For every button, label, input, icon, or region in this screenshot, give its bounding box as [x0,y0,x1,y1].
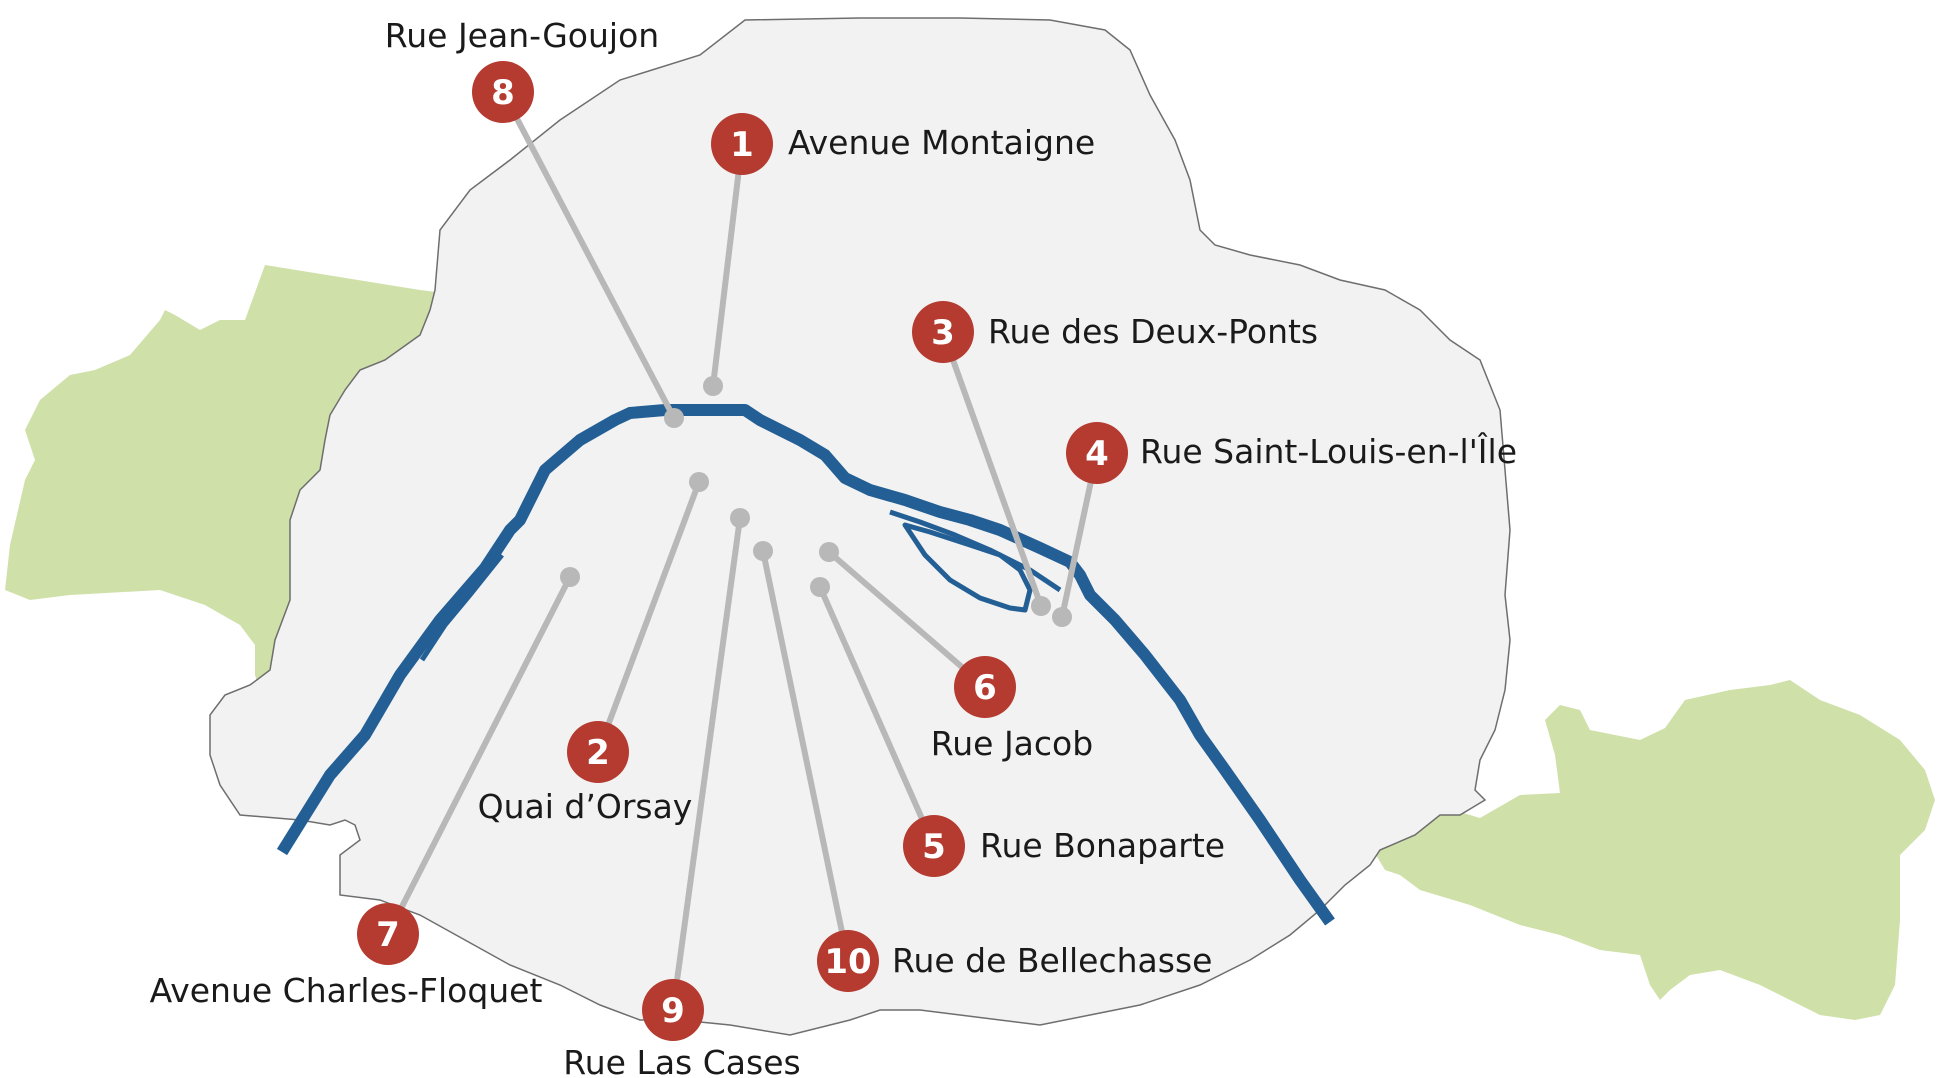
marker-badge-9[interactable] [642,979,704,1041]
marker-label-10: Rue de Bellechasse [892,941,1212,980]
ile-de-la-cite-outline [902,522,1033,613]
location-dot-2[interactable] [689,472,709,492]
marker-7[interactable]: 7 Avenue Charles-Floquet [150,903,543,1010]
marker-label-3: Rue des Deux-Ponts [988,312,1318,351]
marker-badge-3[interactable] [912,301,974,363]
marker-badge-4[interactable] [1066,422,1128,484]
location-dot-3[interactable] [1031,596,1051,616]
marker-badge-5[interactable] [903,815,965,877]
marker-number-4: 4 [1085,434,1109,474]
seine-channel-west [419,553,504,662]
marker-8[interactable]: 8 Rue Jean-Goujon [385,16,659,123]
location-dot-6[interactable] [819,542,839,562]
location-dot-8[interactable] [664,408,684,428]
marker-badge-7[interactable] [357,903,419,965]
location-dot-4[interactable] [1052,607,1072,627]
marker-badge-1[interactable] [711,113,773,175]
marker-number-8: 8 [491,73,515,113]
marker-5[interactable]: 5 Rue Bonaparte [903,815,1225,877]
marker-badge-10[interactable] [817,930,879,992]
leader-line-7 [385,575,573,936]
leader-line-1 [710,143,745,387]
leader-line-9 [670,517,743,1011]
leader-line-5 [817,585,937,848]
marker-number-9: 9 [661,991,685,1031]
seine-river [276,404,1335,926]
marker-number-6: 6 [973,668,997,708]
location-dot-5[interactable] [810,577,830,597]
marker-number-1: 1 [730,125,754,165]
marker-badge-8[interactable] [472,61,534,123]
marker-badge-6[interactable] [954,656,1016,718]
marker-10[interactable]: 10 Rue de Bellechasse [817,930,1212,992]
marker-number-5: 5 [922,827,946,867]
marker-number-3: 3 [931,313,955,353]
marker-label-2: Quai d’Orsay [478,787,693,826]
marker-3[interactable]: 3 Rue des Deux-Ponts [912,301,1318,363]
leader-lines [385,90,1100,1011]
marker-number-10: 10 [824,942,871,982]
marker-label-4: Rue Saint-Louis-en-l'Île [1140,431,1517,471]
leader-line-10 [760,550,851,962]
marker-label-8: Rue Jean-Goujon [385,16,659,55]
marker-label-6: Rue Jacob [931,724,1093,763]
park-west [5,265,460,685]
marker-number-7: 7 [376,915,400,955]
location-dot-1[interactable] [703,376,723,396]
location-dot-9[interactable] [730,508,750,528]
park-east [1370,680,1935,1020]
marker-2[interactable]: 2 Quai d’Orsay [478,721,693,826]
marker-9[interactable]: 9 Rue Las Cases [563,979,801,1078]
leader-line-3 [940,330,1044,608]
leader-line-6 [827,549,987,690]
seine-channel-islands [889,509,1062,593]
location-dot-10[interactable] [753,541,773,561]
marker-4[interactable]: 4 Rue Saint-Louis-en-l'Île [1066,422,1517,484]
marker-number-2: 2 [586,733,610,773]
marker-label-7: Avenue Charles-Floquet [150,971,543,1010]
leader-line-2 [595,480,702,754]
marker-label-9: Rue Las Cases [563,1043,800,1078]
marker-badge-2[interactable] [567,721,629,783]
marker-1[interactable]: 1 Avenue Montaigne [711,113,1095,175]
marker-6[interactable]: 6 Rue Jacob [931,656,1093,763]
marker-label-5: Rue Bonaparte [980,826,1225,865]
paris-outline [209,17,1511,1036]
location-dots [560,376,1072,627]
leader-line-8 [500,90,677,420]
marker-label-1: Avenue Montaigne [788,123,1095,162]
location-dot-7[interactable] [560,567,580,587]
